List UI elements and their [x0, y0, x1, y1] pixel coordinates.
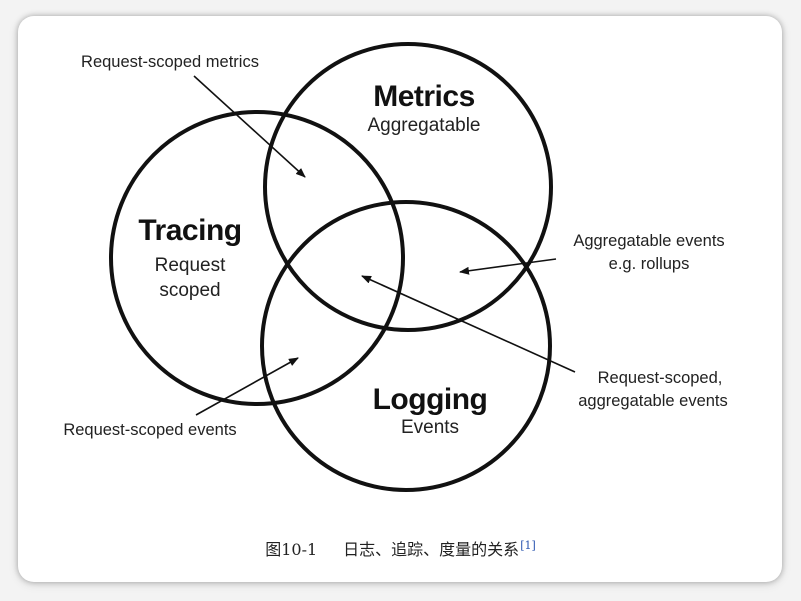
request-scoped-events-arrow: [195, 357, 299, 416]
request-scoped-aggregatable-label-line2: aggregatable events: [578, 392, 728, 410]
tracing-title: Tracing: [138, 214, 241, 247]
caption-text: 日志、追踪、度量的关系: [343, 540, 520, 559]
request-scoped-metrics-arrow: [193, 75, 306, 178]
request-scoped-metrics-label: Request-scoped metrics: [81, 53, 259, 71]
request-scoped-events-label: Request-scoped events: [63, 421, 236, 439]
request-scoped-aggregatable-label-line1: Request-scoped,: [598, 369, 723, 387]
logging-title: Logging: [373, 383, 488, 416]
aggregatable-events-label-line2: e.g. rollups: [609, 255, 690, 273]
aggregatable-events-label-line1: Aggregatable events: [573, 232, 724, 250]
tracing-circle: [109, 110, 405, 406]
metrics-circle: [263, 42, 553, 332]
figure-card: [18, 16, 782, 582]
tracing-subtitle-line2: scoped: [159, 280, 220, 301]
metrics-title: Metrics: [373, 80, 475, 113]
tracing-subtitle-line1: Request: [155, 255, 226, 276]
reference-link[interactable]: [1]: [520, 538, 536, 552]
metrics-subtitle: Aggregatable: [367, 115, 480, 136]
figure-caption: 图10-1 日志、追踪、度量的关系[1]: [0, 536, 801, 560]
logging-subtitle: Events: [401, 417, 459, 438]
aggregatable-events-arrow: [459, 258, 557, 275]
request-scoped-aggregatable-arrow: [361, 275, 576, 373]
figure-number: 图10-1: [265, 540, 318, 559]
logging-circle: [260, 200, 552, 492]
